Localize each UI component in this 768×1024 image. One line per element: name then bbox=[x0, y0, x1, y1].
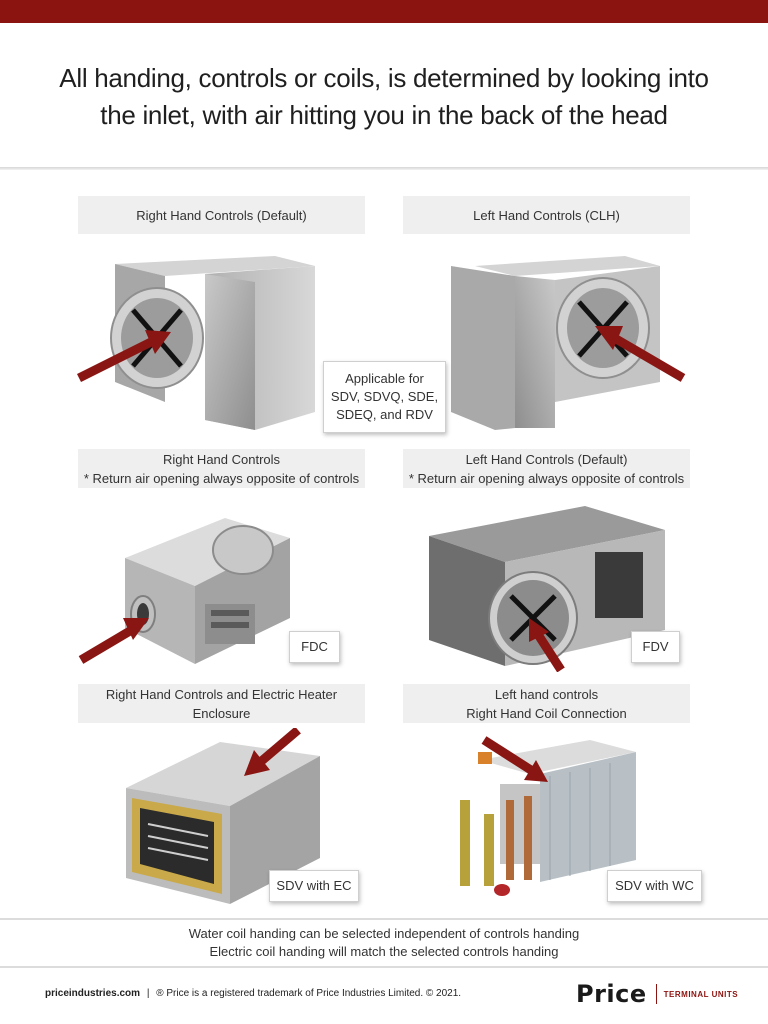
trademark-notice: ® Price is a registered trademark of Pri… bbox=[156, 988, 462, 999]
tag-text: FDV bbox=[642, 639, 669, 654]
tag-text: FDC bbox=[301, 639, 328, 654]
fdv-tag: FDV bbox=[631, 631, 680, 663]
label-left-hand-controls-return-air: Left Hand Controls (Default) * Return ai… bbox=[403, 449, 690, 488]
price-logo: Price TERMINAL UNITS bbox=[576, 980, 738, 1008]
label-line-2: * Return air opening always opposite of … bbox=[83, 470, 360, 486]
tag-text: SDV with EC bbox=[276, 878, 352, 893]
label-left-hand-controls-clh: Left Hand Controls (CLH) bbox=[403, 196, 690, 234]
top-brand-bar bbox=[0, 0, 768, 23]
title-divider bbox=[0, 167, 768, 170]
fdc-unit-illustration bbox=[78, 518, 290, 664]
fdc-tag: FDC bbox=[289, 631, 340, 663]
tag-text: SDV with WC bbox=[615, 878, 694, 893]
label-line-2: Right Hand Coil Connection bbox=[466, 705, 627, 721]
logo-wordmark: Price bbox=[576, 980, 647, 1008]
title-line-1: All handing, controls or coils, is deter… bbox=[59, 63, 709, 93]
label-right-hand-controls-electric-heater: Right Hand Controls and Electric Heater … bbox=[78, 684, 365, 723]
footer-separator: | bbox=[146, 988, 150, 999]
title-line-2: the inlet, with air hitting you in the b… bbox=[100, 100, 668, 130]
note-line-1: Water coil handing can be selected indep… bbox=[188, 926, 580, 941]
logo-tagline: TERMINAL UNITS bbox=[663, 989, 739, 999]
website-link[interactable]: priceindustries.com bbox=[45, 988, 141, 999]
label-text: Left Hand Controls (CLH) bbox=[473, 207, 620, 223]
label-text: Right Hand Controls and Electric Heater … bbox=[105, 686, 338, 721]
callout-line-1: Applicable for bbox=[345, 371, 424, 386]
label-line-1: Left Hand Controls (Default) bbox=[465, 451, 628, 467]
logo-divider bbox=[655, 984, 657, 1004]
sdv-with-wc-tag: SDV with WC bbox=[607, 870, 702, 902]
label-text: Right Hand Controls (Default) bbox=[136, 207, 307, 223]
applicable-models-callout: Applicable for SDV, SDVQ, SDE, SDEQ, and… bbox=[323, 361, 446, 433]
note-line-2: Electric coil handing will match the sel… bbox=[209, 944, 559, 959]
coil-handing-notes: Water coil handing can be selected indep… bbox=[0, 918, 768, 968]
sdv-with-ec-tag: SDV with EC bbox=[269, 870, 359, 902]
left-hand-controls-unit-illustration bbox=[451, 256, 686, 430]
label-line-1: Right Hand Controls bbox=[162, 451, 281, 467]
right-hand-controls-unit-illustration bbox=[76, 256, 315, 430]
label-left-hand-controls-right-coil: Left hand controls Right Hand Coil Conne… bbox=[403, 684, 690, 723]
page-title: All handing, controls or coils, is deter… bbox=[40, 60, 728, 134]
label-line-1: Left hand controls bbox=[494, 686, 599, 702]
callout-line-2: SDV, SDVQ, SDE, bbox=[330, 389, 439, 404]
callout-line-3: SDEQ, and RDV bbox=[336, 407, 433, 422]
label-right-hand-controls-default: Right Hand Controls (Default) bbox=[78, 196, 365, 234]
fdv-unit-illustration bbox=[429, 506, 665, 672]
label-line-2: * Return air opening always opposite of … bbox=[408, 470, 685, 486]
footer-legal: priceindustries.com | ® Price is a regis… bbox=[45, 988, 461, 999]
sdv-with-ec-unit-illustration bbox=[126, 728, 320, 904]
label-right-hand-controls-return-air: Right Hand Controls * Return air opening… bbox=[78, 449, 365, 488]
sdv-with-wc-unit-illustration bbox=[460, 736, 636, 896]
